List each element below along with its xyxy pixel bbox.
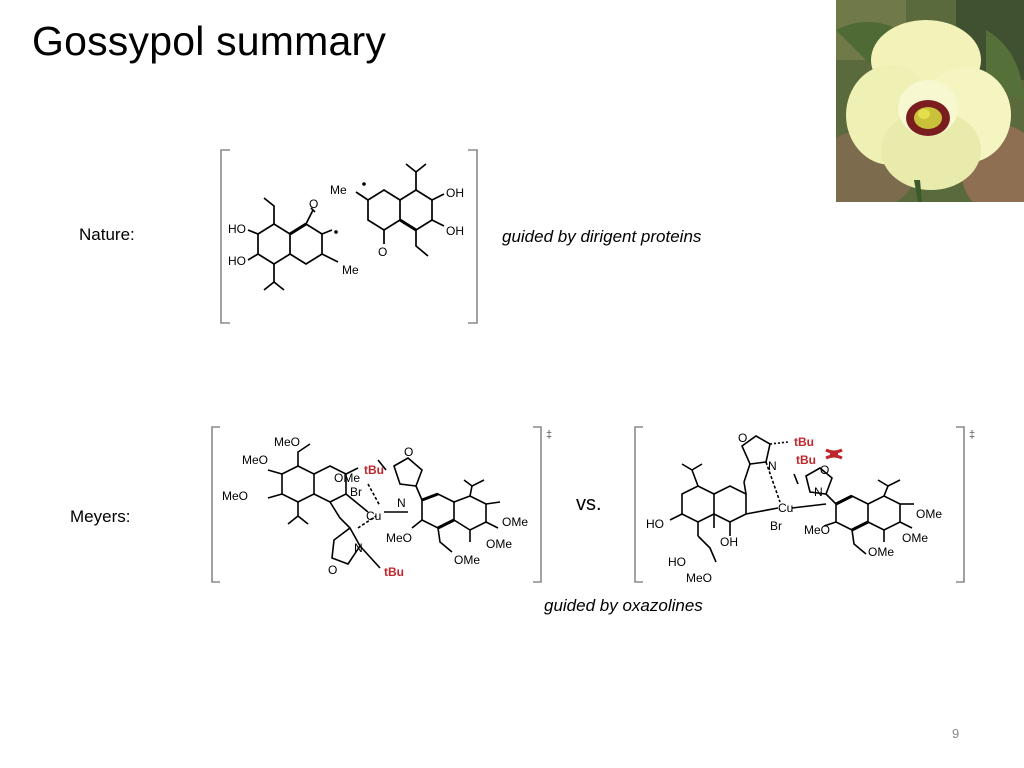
ts2-meo-1: MeO (686, 571, 712, 585)
ts2-cu: Cu (778, 501, 793, 515)
ts1-svg: MeO MeO MeO OMe Br Cu N O MeO OMe OMe OM… (211, 426, 552, 583)
meyers-transition-state-1: MeO MeO MeO OMe Br Cu N O MeO OMe OMe OM… (208, 424, 558, 591)
brackets (220, 149, 478, 324)
ts1-tbu-bottom: tBu (384, 565, 404, 579)
ts2-steric-clash-icon (825, 448, 843, 460)
bold-bonds (289, 218, 417, 236)
slide-title: Gossypol summary (32, 18, 387, 64)
ts2-bonds (669, 435, 914, 563)
ts1-o-ring-1: O (404, 445, 413, 459)
radicals (334, 182, 366, 234)
ts1-n-1: N (397, 496, 406, 510)
ts1-ome-4: OMe (454, 553, 480, 567)
ts1-meo-2: MeO (222, 489, 248, 503)
meyers-label: Meyers: (70, 507, 131, 526)
nature-radical-structure: HO HO OH OH Me Me O O (218, 148, 483, 331)
ts1-o-ring-2: O (328, 563, 337, 577)
ts1-meo-1: MeO (242, 453, 268, 467)
nature-oh-1: OH (446, 186, 464, 200)
ts2-ome-3: OMe (868, 545, 894, 559)
ts1-meo-3: MeO (386, 531, 412, 545)
cotton-flower-photo (836, 0, 1024, 202)
ts2-tbu-2: tBu (796, 453, 816, 467)
ts1-meo-top: MeO (274, 435, 300, 449)
ts1-brackets (211, 426, 542, 583)
ts2-n-2: N (814, 485, 823, 499)
ts1-ome-1: OMe (334, 471, 360, 485)
ts1-ome-2: OMe (502, 515, 528, 529)
ts2-bold-bonds (835, 494, 869, 532)
ts1-br: Br (350, 485, 362, 499)
ts1-ome-3: OMe (486, 537, 512, 551)
bond-lines (247, 163, 445, 291)
ts2-brackets (634, 426, 965, 583)
ts1-bold-bonds (421, 492, 455, 530)
ts2-o-ring: O (820, 463, 829, 477)
nature-ho-2: HO (228, 254, 246, 268)
vs-text: vs. (576, 493, 602, 515)
ts2-n-top: N (768, 459, 777, 473)
ts1-bonds (267, 443, 501, 569)
nature-caption: guided by dirigent proteins (502, 227, 702, 246)
ts2-dagger: ‡ (969, 429, 975, 441)
meyers-transition-state-2: O N O N Cu Br HO HO OH MeO MeO OMe OMe O… (630, 424, 982, 591)
page-number: 9 (952, 726, 960, 741)
ts2-ome-1: OMe (916, 507, 942, 521)
ts1-tbu-top: tBu (364, 463, 384, 477)
nature-oh-2: OH (446, 224, 464, 238)
ts1-cu: Cu (366, 509, 381, 523)
ts2-meo-2: MeO (804, 523, 830, 537)
nature-structure-svg: HO HO OH OH Me Me O O (220, 149, 478, 324)
ts2-ho-2: HO (668, 555, 686, 569)
nature-ho-1: HO (228, 222, 246, 236)
ts1-n-2: N (354, 541, 363, 555)
ts2-oh: OH (720, 535, 738, 549)
nature-me-1: Me (330, 183, 347, 197)
ts2-o-top: O (738, 431, 747, 445)
ts1-dagger: ‡ (546, 429, 552, 441)
ts2-tbu-1: tBu (794, 435, 814, 449)
nature-o-2: O (378, 245, 387, 259)
nature-label: Nature: (79, 225, 135, 244)
ts2-svg: O N O N Cu Br HO HO OH MeO MeO OMe OMe O… (634, 426, 975, 585)
nature-me-2: Me (342, 263, 359, 277)
nature-o-1: O (309, 197, 318, 211)
ts2-ho-1: HO (646, 517, 664, 531)
meyers-caption: guided by oxazolines (544, 596, 703, 615)
ts2-br: Br (770, 519, 782, 533)
ts2-ome-2: OMe (902, 531, 928, 545)
